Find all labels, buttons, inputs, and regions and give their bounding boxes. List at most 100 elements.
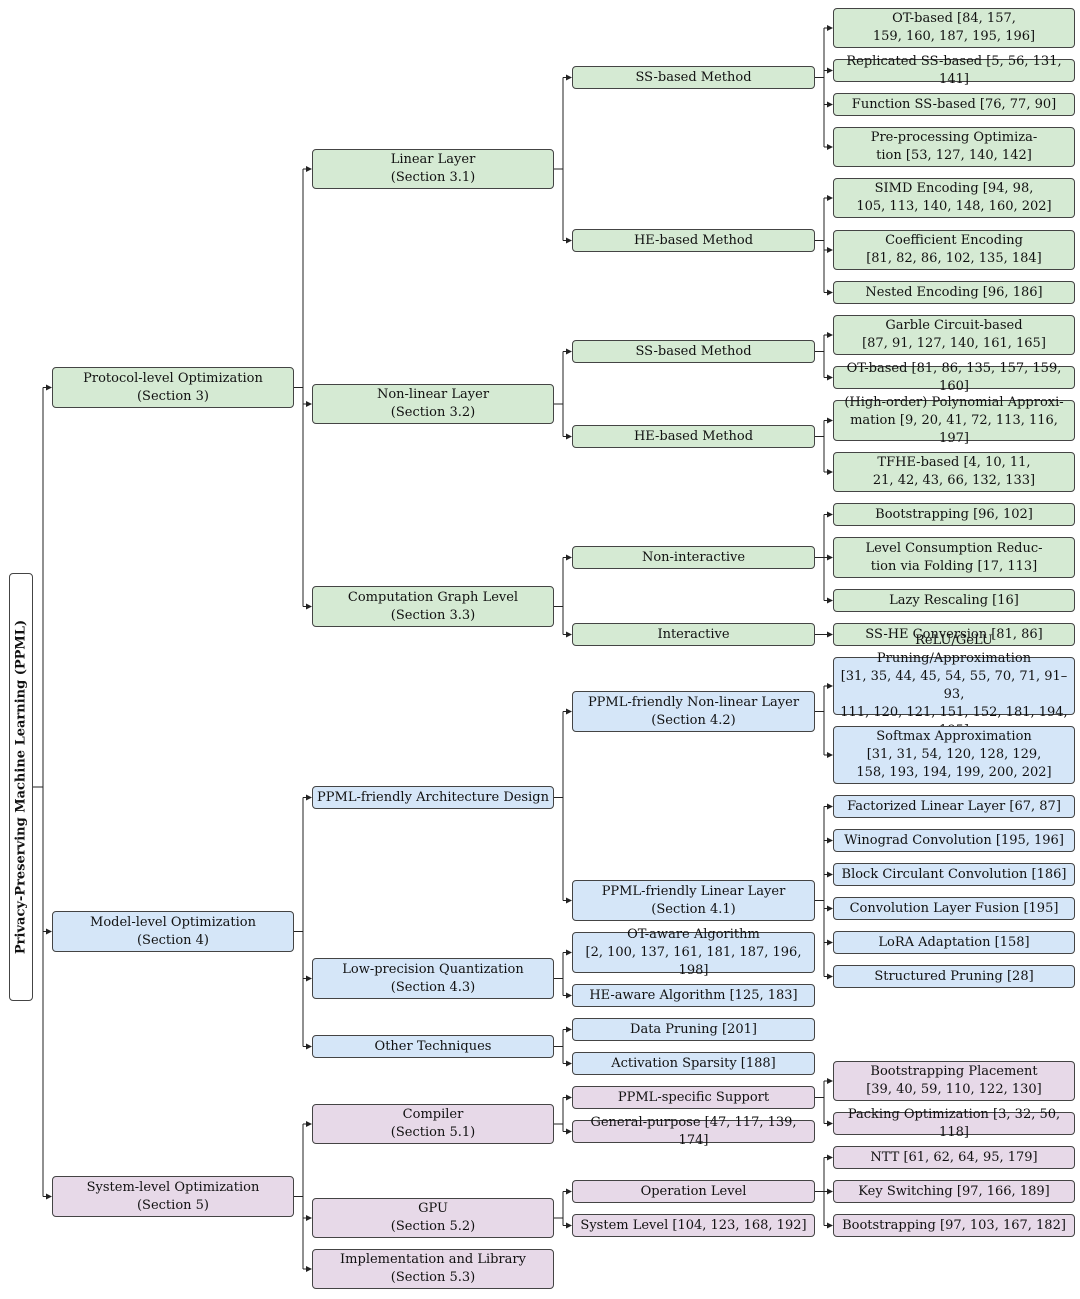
node-title: NTT [61, 62, 64, 95, 179] [870,1149,1038,1165]
node-title: OT-based [84, 157, [892,11,1016,26]
node-title: Computation Graph Level [347,589,519,605]
node-title: Bootstrapping [97, 103, 167, 182] [842,1217,1066,1233]
node-friendly-linear: PPML-friendly Linear Layer(Section 4.1) [572,880,815,921]
node-ref: [31, 35, 44, 45, 54, 55, 70, 71, 91–93, [840,669,1068,702]
node-system: System-level Optimization(Section 5) [52,1176,294,1217]
node-lazy-rescaling: Lazy Rescaling [16] [833,589,1075,612]
node-title: Other Techniques [374,1038,492,1054]
node-ot-based-2: OT-based [81, 86, 135, 157, 159, 160] [833,361,1075,394]
node-ref: [31, 31, 54, 120, 128, 129, [866,747,1042,762]
node-ot-based-1: OT-based [84, 157, 159, 160, 187, 195, 19… [833,8,1075,48]
node-title: PPML-friendly Linear Layer [601,883,786,899]
node-title: General-purpose [47, 117, 139, 174] [590,1114,797,1148]
node-he-aware: HE-aware Algorithm [125, 183] [572,984,815,1007]
node-coefficient: Coefficient Encoding [81, 82, 86, 102, 13… [833,230,1075,270]
node-title: LoRA Adaptation [158] [878,934,1030,950]
node-low-precision: Low-precision Quantization (Section 4.3) [312,958,554,999]
node-title: Convolution Layer Fusion [195] [849,900,1059,916]
node-ref: (Section 3.1) [390,170,476,185]
node-ref: tion [53, 127, 140, 142] [876,148,1032,163]
node-ref: mation [9, 20, 41, 72, 113, 116, 197] [850,412,1058,446]
node-linear: Linear Layer(Section 3.1) [312,149,554,189]
node-structured-pruning: Structured Pruning [28] [833,965,1075,988]
node-system-level: System Level [104, 123, 168, 192] [572,1214,815,1237]
node-friendly-nonlinear: PPML-friendly Non-linear Layer(Section 4… [572,691,815,732]
node-nl-he: HE-based Method [572,425,815,448]
node-relu-gelu: ReLU/GeLU Pruning/Approximation[31, 35, … [833,633,1075,738]
node-replicated-ss: Replicated SS-based [5, 56, 131, 141] [833,54,1075,87]
node-ref2: 158, 193, 194, 199, 200, 202] [856,765,1052,780]
node-title: Low-precision Quantization [342,961,524,977]
node-noninteractive: Non-interactive [572,546,815,569]
node-title: OT-aware Algorithm [627,926,760,942]
node-lin-he: HE-based Method [572,229,815,252]
node-title: SIMD Encoding [94, 98, [874,181,1034,196]
node-ref: (Section 5.3) [390,1270,476,1285]
node-ref: (Section 3.2) [390,405,476,420]
node-conv-fusion: Convolution Layer Fusion [195] [833,897,1075,920]
node-ref: [39, 40, 59, 110, 122, 130] [866,1082,1042,1097]
node-preprocessing: Pre-processing Optimiza-tion [53, 127, 1… [833,127,1075,167]
node-ref: [87, 91, 127, 140, 161, 165] [862,336,1046,351]
node-bootstrap-placement: Bootstrapping Placement[39, 40, 59, 110,… [833,1061,1075,1101]
node-title: Interactive [657,626,730,642]
node-title: Activation Sparsity [188] [611,1055,776,1071]
node-level-consumption: Level Consumption Reduc-tion via Folding… [833,537,1075,578]
node-ref: [81, 82, 86, 102, 135, 184] [866,251,1042,266]
node-title: Pre-processing Optimiza- [870,130,1038,145]
node-ref: [2, 100, 137, 161, 181, 187, 196, 198] [585,944,802,978]
node-ref: (Section 3) [136,388,209,404]
node-title: Lazy Rescaling [16] [889,592,1019,608]
node-title: SS-based Method [635,343,752,359]
node-title: Implementation and Library [340,1252,526,1267]
node-title: PPML-friendly Architecture Design [317,789,549,805]
node-function-ss: Function SS-based [76, 77, 90] [833,93,1075,116]
node-ref: 159, 160, 187, 195, 196] [872,29,1036,44]
node-ot-aware: OT-aware Algorithm [2, 100, 137, 161, 181… [572,927,815,978]
node-ntt: NTT [61, 62, 64, 95, 179] [833,1146,1075,1169]
node-ref: (Section 5.1) [390,1125,476,1140]
node-title: Level Consumption Reduc- [865,540,1043,556]
node-title: Factorized Linear Layer [67, 87] [847,798,1061,814]
node-title: Data Pruning [201] [630,1021,757,1037]
node-title: Non-linear Layer [376,387,490,402]
node-ref: 105, 113, 140, 148, 160, 202] [856,199,1052,214]
node-block-circulant: Block Circulant Convolution [186] [833,863,1075,886]
node-ref: (Section 4.3) [390,979,476,995]
node-ppml-specific: PPML-specific Support [572,1086,815,1109]
node-title: SS-based Method [635,69,752,85]
node-softmax: Softmax Approximation[31, 31, 54, 120, 1… [833,726,1075,784]
node-title: GPU [418,1201,448,1216]
node-title: Key Switching [97, 166, 189] [858,1183,1050,1199]
node-nonlinear: Non-linear Layer (Section 3.2) [312,384,554,424]
node-nested: Nested Encoding [96, 186] [833,281,1075,304]
node-title: HE-based Method [633,232,754,248]
node-title: Compiler [402,1107,464,1122]
node-bootstrapping-1: Bootstrapping [96, 102] [833,503,1075,526]
node-activation-sparsity: Activation Sparsity [188] [572,1052,815,1075]
node-title: Function SS-based [76, 77, 90] [851,96,1057,112]
node-winograd: Winograd Convolution [195, 196] [833,829,1075,852]
node-title: Nested Encoding [96, 186] [865,284,1043,300]
node-model: Model-level Optimization(Section 4) [52,911,294,952]
node-poly: (High-order) Polynomial Approxi-mation [… [833,395,1075,446]
node-ref: (Section 5.2) [390,1219,476,1234]
node-interactive: Interactive [572,623,815,646]
node-lora: LoRA Adaptation [158] [833,931,1075,954]
node-arch-design: PPML-friendly Architecture Design [312,786,554,809]
node-title: Non-interactive [641,549,746,565]
node-impl-library: Implementation and Library (Section 5.3) [312,1249,554,1289]
node-title: Protocol-level Optimization [83,370,263,386]
node-ref: 21, 42, 43, 66, 132, 133] [872,473,1036,488]
node-title: HE-based Method [633,428,754,444]
node-title: System Level [104, 123, 168, 192] [580,1217,807,1233]
node-bootstrapping-2: Bootstrapping [97, 103, 167, 182] [833,1214,1075,1237]
node-gpu: GPU (Section 5.2) [312,1198,554,1238]
node-title: ReLU/GeLU Pruning/Approximation [876,633,1032,666]
node-simd: SIMD Encoding [94, 98, 105, 113, 140, 148… [833,178,1075,218]
node-protocol: Protocol-level Optimization (Section 3) [52,367,294,408]
node-ref: (Section 4.2) [651,712,736,728]
node-title: Coefficient Encoding [885,233,1023,248]
node-title: Winograd Convolution [195, 196] [844,832,1064,848]
